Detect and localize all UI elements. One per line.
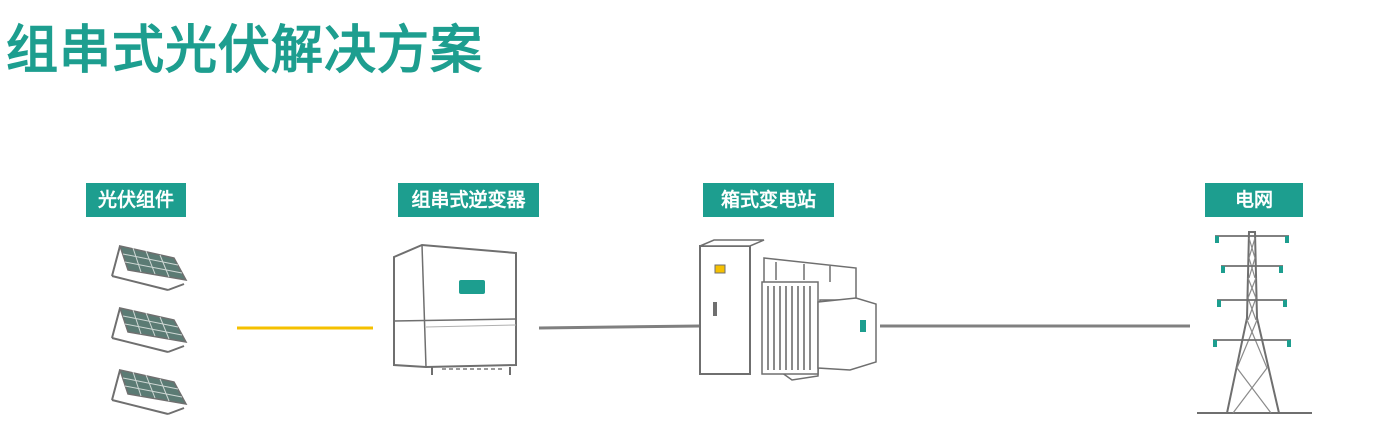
page-title: 组串式光伏解决方案 xyxy=(6,21,484,81)
solar-panel-icon xyxy=(111,245,187,291)
box-substation-icon xyxy=(699,239,877,381)
label-string-inverter: 组串式逆变器 xyxy=(398,183,539,217)
solar-panel-icon xyxy=(111,369,187,415)
solar-panel-icon xyxy=(111,307,187,353)
label-box-substation: 箱式变电站 xyxy=(703,183,834,217)
ac-connection-line-inverter-to-substation xyxy=(538,324,701,330)
label-pv-modules: 光伏组件 xyxy=(86,183,186,217)
label-grid: 电网 xyxy=(1205,183,1303,217)
string-inverter-icon xyxy=(393,243,517,375)
transmission-tower-icon xyxy=(1197,231,1312,414)
